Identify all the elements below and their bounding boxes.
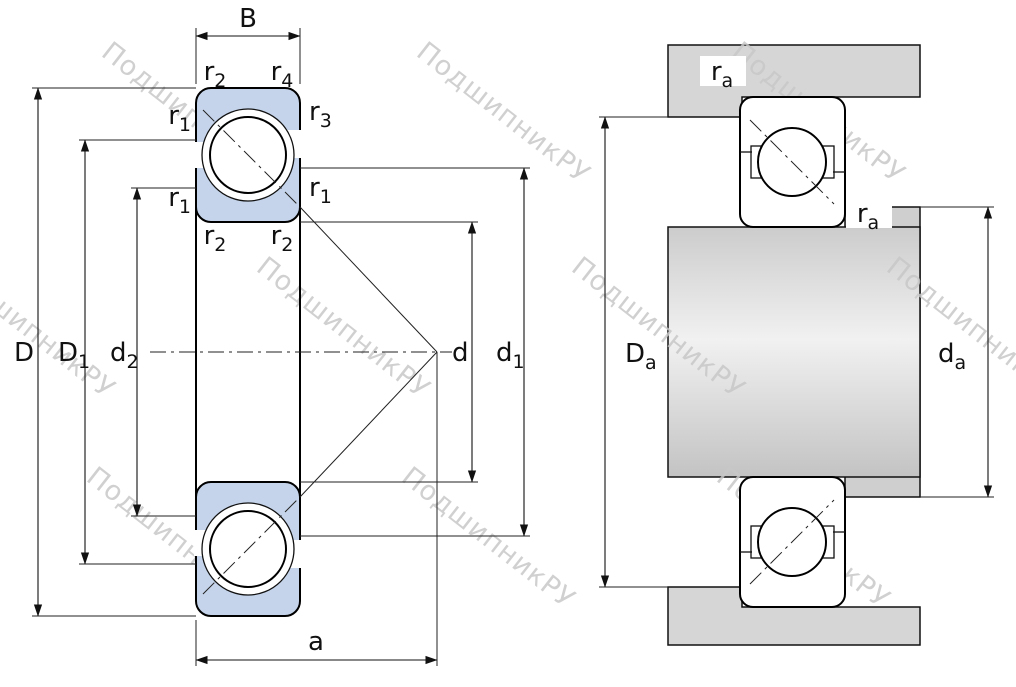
- label-r2-top-left: r2: [204, 57, 227, 92]
- dimension-labels: B r2 r4 r1 r3 r1 r1 r2 r2 D D1 d2 d d1 a…: [14, 4, 966, 657]
- right-view-bodies: [667, 44, 921, 646]
- label-ra-right: ra: [857, 199, 879, 234]
- label-r1-upper-left: r1: [168, 101, 191, 136]
- label-r1-mid-right: r1: [309, 173, 332, 208]
- bearing-section-top: [194, 87, 302, 223]
- label-r3-upper-right: r3: [309, 97, 332, 132]
- label-D: D: [14, 338, 34, 368]
- left-view: [150, 87, 452, 617]
- contact-axis-bottom: [202, 496, 301, 595]
- dimension-lines: [32, 28, 994, 666]
- label-r2-bottom-left: r2: [204, 221, 227, 256]
- mounted-bearing-top: [739, 96, 846, 228]
- contact-line-bottom: [299, 351, 438, 498]
- label-r4-top-right: r4: [271, 57, 294, 92]
- label-d2: d2: [110, 338, 139, 373]
- label-d1: d1: [496, 338, 525, 373]
- label-D1: D1: [58, 338, 90, 373]
- label-Da: Da: [625, 339, 657, 374]
- contact-axis: [749, 499, 835, 585]
- label-a: a: [308, 627, 324, 657]
- label-d: d: [452, 338, 469, 368]
- label-r2-bottom-right: r2: [271, 221, 294, 256]
- contact-axis-top: [202, 109, 301, 208]
- label-halo: [700, 56, 746, 86]
- label-halo: [846, 198, 892, 228]
- label-B: B: [239, 4, 257, 34]
- mounted-bearing-bottom: [739, 476, 846, 608]
- shaft: [667, 226, 921, 478]
- watermark: ПодшипникРУ: [0, 251, 121, 405]
- label-ra-top: ra: [711, 57, 733, 92]
- watermark: ПодшипникРУ: [411, 36, 596, 190]
- label-da: da: [938, 339, 966, 374]
- label-r1-mid-left: r1: [168, 183, 191, 218]
- right-view-bearings: [739, 96, 846, 608]
- contact-line-top: [299, 206, 438, 353]
- watermark: ПодшипникРУ: [396, 461, 581, 615]
- contact-axis: [749, 119, 835, 205]
- bearing-section-bottom: [194, 481, 302, 617]
